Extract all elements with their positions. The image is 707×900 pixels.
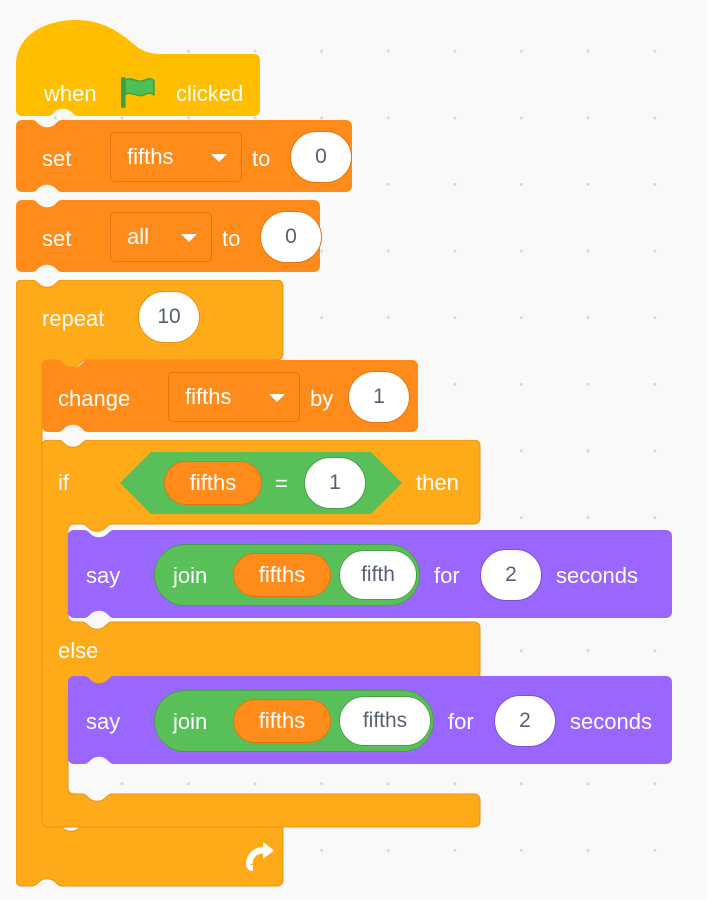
- say-label: say: [86, 563, 121, 588]
- dropdown-value: fifths: [127, 144, 174, 169]
- set-label: set: [42, 146, 72, 171]
- block-say-else-branch[interactable]: say join fifths fifths for 2 seconds: [68, 676, 672, 768]
- block-if-else[interactable]: if fifths = 1 then else: [41, 439, 482, 828]
- dropdown-value: all: [127, 224, 150, 249]
- set-to-label: to: [222, 226, 241, 251]
- join-label: join: [173, 709, 208, 734]
- variable-dropdown-all[interactable]: all: [110, 212, 212, 262]
- hat-label-clicked: clicked: [176, 81, 244, 106]
- chevron-down-icon: [181, 234, 197, 242]
- hat-block-shape: [16, 20, 260, 116]
- dropdown-value: fifths: [185, 384, 232, 409]
- variable-name: fifths: [189, 470, 237, 495]
- block-set-fifths[interactable]: set fifths to 0: [16, 120, 352, 196]
- loop-arrow-icon: [242, 842, 276, 877]
- repeat-times-input[interactable]: 10: [138, 291, 200, 343]
- seconds-label: seconds: [570, 709, 652, 734]
- join-operator[interactable]: join fifths fifths: [154, 690, 434, 752]
- change-label: change: [58, 386, 131, 411]
- seconds-label: seconds: [556, 563, 638, 588]
- variable-reporter-fifths[interactable]: fifths: [233, 699, 331, 743]
- if-label: if: [58, 470, 69, 495]
- for-label: for: [448, 709, 474, 734]
- input-value: 2: [519, 709, 531, 732]
- variable-reporter-fifths[interactable]: fifths: [233, 553, 331, 597]
- condition-value-input[interactable]: 1: [304, 457, 366, 509]
- input-value: 0: [315, 145, 327, 168]
- equals-sign: =: [275, 471, 288, 496]
- variable-name: fifths: [258, 562, 306, 587]
- else-label: else: [58, 638, 99, 663]
- set-label: set: [42, 226, 72, 251]
- input-value: fifth: [361, 563, 395, 586]
- chevron-down-icon: [269, 394, 285, 402]
- say-label: say: [86, 709, 121, 734]
- green-flag-icon: [118, 76, 160, 115]
- block-set-all[interactable]: set all to 0: [16, 200, 322, 276]
- repeat-label: repeat: [42, 306, 105, 331]
- for-label: for: [434, 563, 460, 588]
- variable-name: fifths: [258, 708, 306, 733]
- join-text-input[interactable]: fifth: [339, 550, 417, 600]
- block-say-if-branch[interactable]: say join fifths fifth for 2 seconds: [68, 530, 672, 622]
- change-value-input[interactable]: 1: [348, 371, 410, 423]
- input-value: 1: [373, 385, 385, 408]
- block-change-fifths[interactable]: change fifths by 1: [42, 360, 418, 436]
- say-seconds-input[interactable]: 2: [480, 549, 542, 601]
- condition-equals-operator[interactable]: fifths = 1: [120, 452, 402, 514]
- join-text-input[interactable]: fifths: [339, 696, 431, 746]
- join-label: join: [173, 563, 208, 588]
- variable-reporter-fifths[interactable]: fifths: [164, 461, 262, 505]
- if-else-block-shape: [41, 439, 481, 828]
- block-when-flag-clicked[interactable]: when clicked: [16, 18, 260, 120]
- set-to-label: to: [252, 146, 271, 171]
- input-value: 10: [157, 305, 181, 328]
- variable-dropdown-fifths[interactable]: fifths: [168, 372, 300, 422]
- join-operator[interactable]: join fifths fifth: [154, 544, 420, 606]
- variable-dropdown-fifths[interactable]: fifths: [110, 132, 242, 182]
- input-value: 0: [285, 225, 297, 248]
- set-all-value-input[interactable]: 0: [260, 211, 322, 263]
- say-seconds-input[interactable]: 2: [494, 695, 556, 747]
- chevron-down-icon: [211, 154, 227, 162]
- hat-label-when: when: [44, 81, 97, 106]
- input-value: 2: [505, 563, 517, 586]
- change-by-label: by: [310, 386, 334, 411]
- then-label: then: [416, 470, 459, 495]
- input-value: 1: [329, 471, 341, 494]
- set-fifths-value-input[interactable]: 0: [290, 131, 352, 183]
- input-value: fifths: [362, 709, 408, 732]
